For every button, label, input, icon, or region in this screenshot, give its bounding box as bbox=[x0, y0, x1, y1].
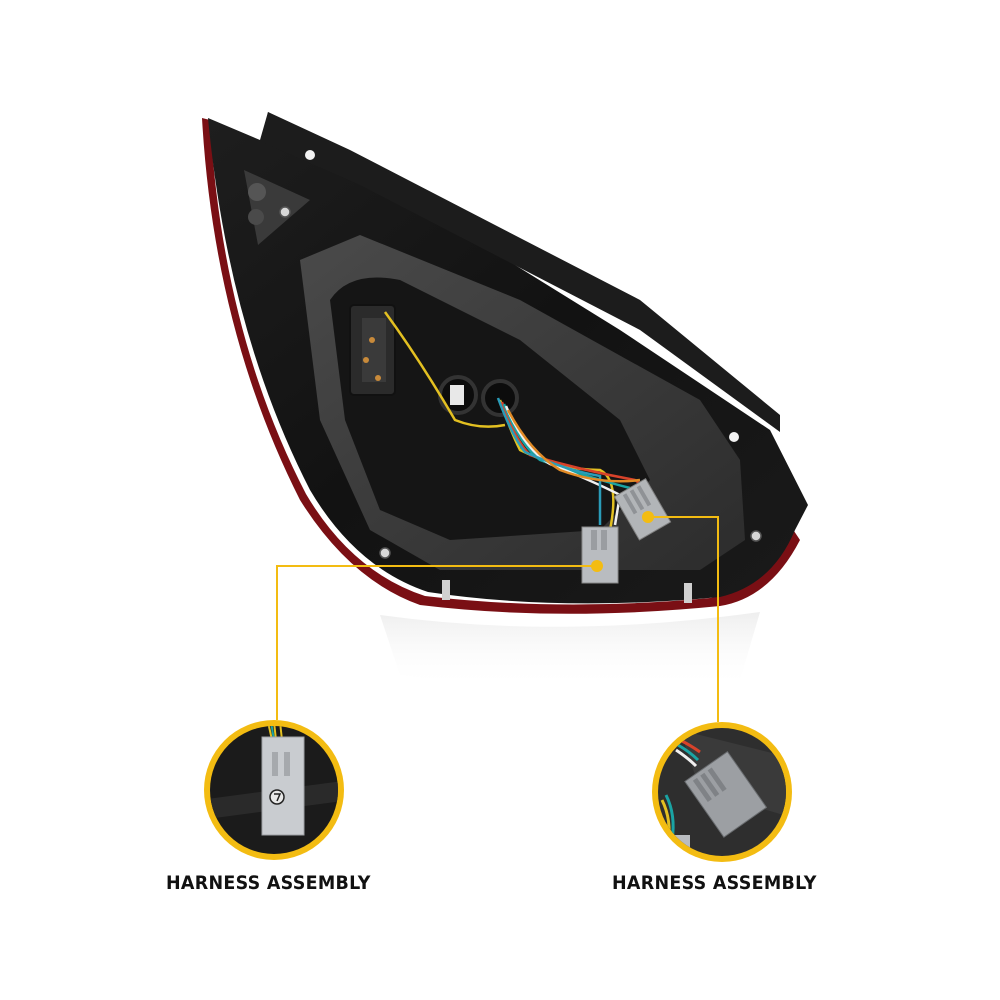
mounting-hole-right bbox=[729, 432, 739, 442]
callout-label-right: HARNESS ASSEMBLY bbox=[612, 872, 817, 894]
callout-left bbox=[276, 560, 603, 720]
mounting-hole-top bbox=[305, 150, 315, 160]
callout-label-left: HARNESS ASSEMBLY bbox=[166, 872, 371, 894]
callout-dot-left bbox=[591, 560, 603, 572]
screw-top-left bbox=[279, 206, 291, 218]
mounting-stud-left bbox=[442, 580, 450, 600]
screw-bottom-right bbox=[750, 530, 762, 542]
wire-harness bbox=[383, 311, 646, 531]
mounting-flange bbox=[262, 112, 780, 432]
inset-left-harness-connector bbox=[204, 720, 344, 860]
inset-right-harness-connector bbox=[652, 722, 792, 862]
connector-left-on-product bbox=[581, 526, 619, 584]
bulb-socket bbox=[349, 304, 396, 396]
circled-number-marking bbox=[269, 789, 285, 805]
floor-reflection bbox=[380, 612, 760, 689]
callout-right bbox=[642, 511, 719, 722]
connector-right-on-product bbox=[613, 477, 672, 541]
grommet-right bbox=[481, 379, 519, 417]
mounting-stud-right bbox=[684, 583, 692, 603]
screw-bottom-left bbox=[379, 547, 391, 559]
callout-dot-right bbox=[642, 511, 654, 523]
